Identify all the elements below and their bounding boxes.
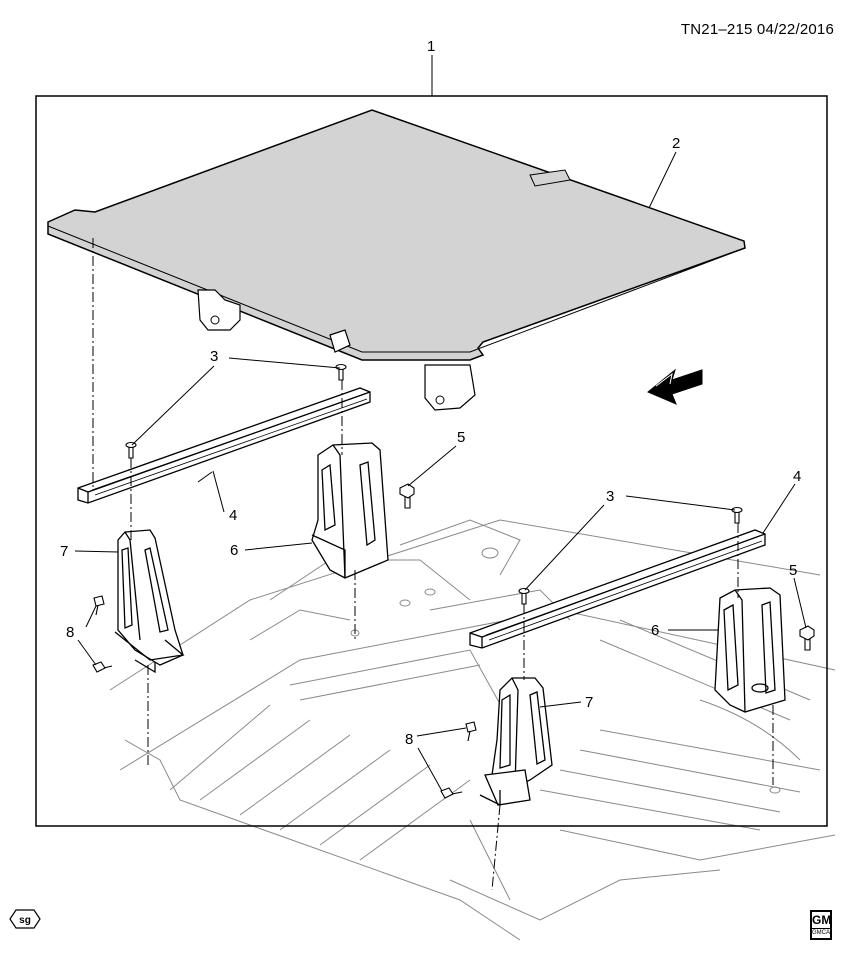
callout-4-left: 4 (229, 507, 237, 524)
callout-7-left: 7 (60, 543, 68, 560)
screw-icon (92, 661, 113, 673)
callout-3-right: 3 (606, 488, 614, 505)
rail-pin-fastener-icon (125, 441, 137, 459)
fasteners (92, 363, 815, 799)
left-center-support-bracket (311, 442, 389, 579)
screw-icon (440, 787, 463, 799)
callout-4-right: 4 (793, 468, 801, 485)
rail-pin-fastener-icon (335, 363, 347, 381)
rail-pin-fastener-icon (518, 587, 530, 605)
screw-icon (93, 595, 105, 616)
callout-8-left: 8 (66, 624, 74, 641)
sg-badge-icon: sg (9, 909, 41, 929)
gm-logo-icon: GM GMCA (810, 910, 832, 940)
left-support-rail (77, 387, 371, 504)
front-direction-arrow-icon: FRT (647, 368, 703, 405)
alignment-lines (92, 238, 774, 891)
screw-icon (465, 721, 477, 742)
callout-6-right: 6 (651, 622, 659, 639)
callout-1: 1 (427, 38, 435, 55)
gm-logo-subtext: GMCA (812, 930, 830, 936)
document-id: TN21–215 04/22/2016 (680, 21, 834, 38)
callout-3-left: 3 (210, 348, 218, 365)
left-outer-support-bracket (114, 529, 185, 674)
sg-badge-label: sg (19, 915, 31, 926)
bolt-icon (799, 625, 815, 651)
callout-5-left: 5 (457, 429, 465, 446)
bolt-icon (399, 483, 415, 509)
right-center-support-bracket (714, 587, 786, 713)
right-outer-support-bracket (479, 677, 553, 807)
callout-8-right: 8 (405, 731, 413, 748)
right-support-rail (469, 529, 766, 649)
callout-6-left: 6 (230, 542, 238, 559)
gm-logo-mark: GM (812, 913, 832, 929)
load-floor-panel (47, 109, 746, 411)
leader-lines (74, 55, 807, 792)
callout-5-right: 5 (789, 562, 797, 579)
callout-7-right: 7 (585, 694, 593, 711)
callout-2: 2 (672, 135, 680, 152)
